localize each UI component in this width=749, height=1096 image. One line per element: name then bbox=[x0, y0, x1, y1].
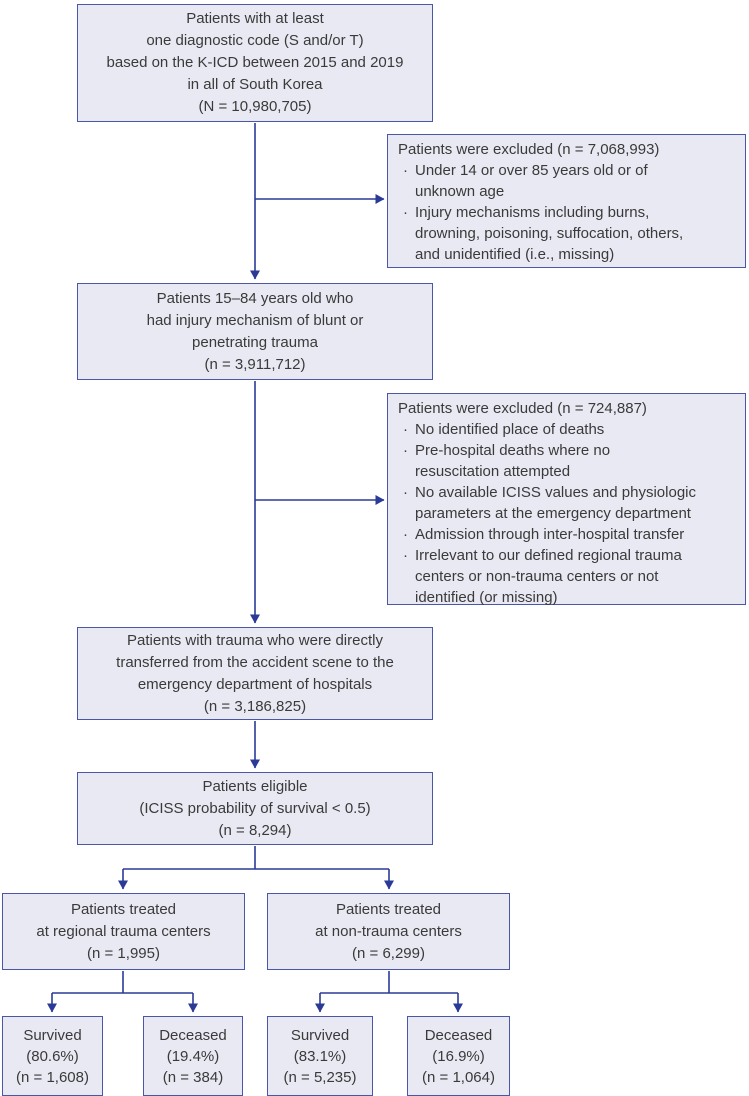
box-rtc-deceased: Deceased (19.4%) (n = 384) bbox=[143, 1016, 243, 1096]
exclusion-1-title: Patients were excluded (n = 7,068,993) bbox=[398, 141, 660, 158]
exclusion-1-list: Under 14 or over 85 years old or of unkn… bbox=[398, 160, 739, 265]
box-source-population: Patients with at least one diagnostic co… bbox=[77, 4, 433, 122]
exclusion-1-item: Under 14 or over 85 years old or of unkn… bbox=[398, 160, 739, 202]
exclusion-2-item: No available ICISS values and physiologi… bbox=[398, 482, 739, 524]
box-non-trauma-centers: Patients treated at non-trauma centers (… bbox=[267, 893, 510, 970]
exclusion-2-list: No identified place of deaths Pre-hospit… bbox=[398, 419, 739, 608]
exclusion-2-item: Irrelevant to our defined regional traum… bbox=[398, 545, 739, 608]
box-age-mechanism-filter: Patients 15–84 years old who had injury … bbox=[77, 283, 433, 380]
box-exclusion-2: Patients were excluded (n = 724,887) No … bbox=[387, 393, 746, 608]
box-regional-trauma-centers: Patients treated at regional trauma cent… bbox=[2, 893, 245, 970]
box-exclusion-1: Patients were excluded (n = 7,068,993) U… bbox=[387, 134, 746, 268]
box-eligible: Patients eligible (ICISS probability of … bbox=[77, 772, 433, 845]
exclusion-2-item: Admission through inter-hospital transfe… bbox=[398, 524, 739, 545]
exclusion-2-title: Patients were excluded (n = 724,887) bbox=[398, 400, 647, 417]
box-direct-transfer: Patients with trauma who were directly t… bbox=[77, 627, 433, 720]
exclusion-1-item: Injury mechanisms including burns, drown… bbox=[398, 202, 739, 265]
exclusion-2-item: Pre-hospital deaths where no resuscitati… bbox=[398, 440, 739, 482]
exclusion-2-item: No identified place of deaths bbox=[398, 419, 739, 440]
box-ntc-survived: Survived (83.1%) (n = 5,235) bbox=[267, 1016, 373, 1096]
box-ntc-deceased: Deceased (16.9%) (n = 1,064) bbox=[407, 1016, 510, 1096]
box-rtc-survived: Survived (80.6%) (n = 1,608) bbox=[2, 1016, 103, 1096]
